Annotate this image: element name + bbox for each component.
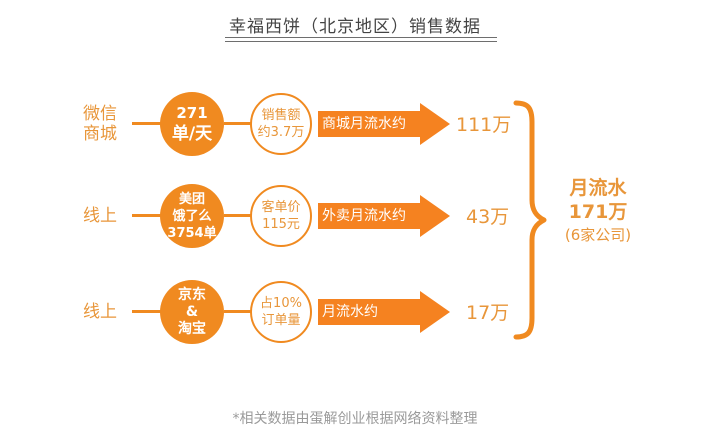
row-2-value: 43万 <box>466 206 510 228</box>
row-3-metric-circle: 占10% 订单量 <box>250 281 312 343</box>
row-1-metric-line2: 约3.7万 <box>257 125 305 140</box>
row-3-orders-line1: 京东 <box>178 286 206 303</box>
row-1-orders-circle: 271 单/天 <box>160 92 224 156</box>
row-3-connector-mid <box>224 310 254 313</box>
row-3-arrow-head <box>420 291 450 333</box>
row-2-arrow: 外卖月流水约 <box>318 203 420 229</box>
row-1-orders-line2: 单/天 <box>171 124 213 144</box>
row-1-connector-mid <box>224 122 254 125</box>
total-summary: 月流水 171万 (6家公司) <box>548 176 648 246</box>
total-label: 月流水 <box>569 177 627 199</box>
row-1-connector-left <box>132 122 162 125</box>
row-2-connector-left <box>132 214 162 217</box>
row-2-metric-line1: 客单价 <box>261 200 301 215</box>
row-2-orders-line2: 饿了么 <box>172 208 212 224</box>
row-2-connector-mid <box>224 214 254 217</box>
row-3-value: 17万 <box>466 302 510 324</box>
row-3-label: 线上 <box>83 302 117 322</box>
total-note: (6家公司) <box>564 226 632 244</box>
row-3-metric-line1: 占10% <box>260 296 302 311</box>
row-3-orders-line2: & <box>185 303 199 320</box>
page-title: 幸福西饼（北京地区）销售数据 <box>229 17 481 37</box>
total-value: 171万 <box>568 201 628 223</box>
curly-brace-icon <box>513 100 547 340</box>
row-1-metric-circle: 销售额 约3.7万 <box>250 93 312 155</box>
row-1-label-line2: 商城 <box>83 124 117 144</box>
source-note: *相关数据由蛋解创业根据网络资料整理 <box>232 411 478 427</box>
row-1-metric-line1: 销售额 <box>261 108 301 123</box>
row-2-metric-circle: 客单价 115元 <box>250 185 312 247</box>
row-1-label: 微信 商城 <box>78 104 122 144</box>
row-1-arrow: 商城月流水约 <box>318 111 420 137</box>
title-underline <box>225 37 497 42</box>
row-1-orders-line1: 271 <box>176 104 208 122</box>
row-2-orders-line1: 美团 <box>178 191 205 207</box>
row-2-label: 线上 <box>83 206 117 226</box>
row-3-arrow: 月流水约 <box>318 299 420 325</box>
row-3-metric-line2: 订单量 <box>261 313 301 328</box>
row-3-orders-line3: 淘宝 <box>178 320 206 337</box>
row-1-arrow-head <box>420 103 450 145</box>
row-2-orders-circle: 美团 饿了么 3754单 <box>160 184 224 248</box>
row-2-orders-line3: 3754单 <box>167 225 217 241</box>
row-3-connector-left <box>132 310 162 313</box>
row-3-orders-circle: 京东 & 淘宝 <box>160 280 224 344</box>
row-2-metric-line2: 115元 <box>262 217 300 232</box>
row-1-value: 111万 <box>456 114 512 136</box>
row-2-arrow-head <box>420 195 450 237</box>
row-1-label-line1: 微信 <box>83 104 117 124</box>
